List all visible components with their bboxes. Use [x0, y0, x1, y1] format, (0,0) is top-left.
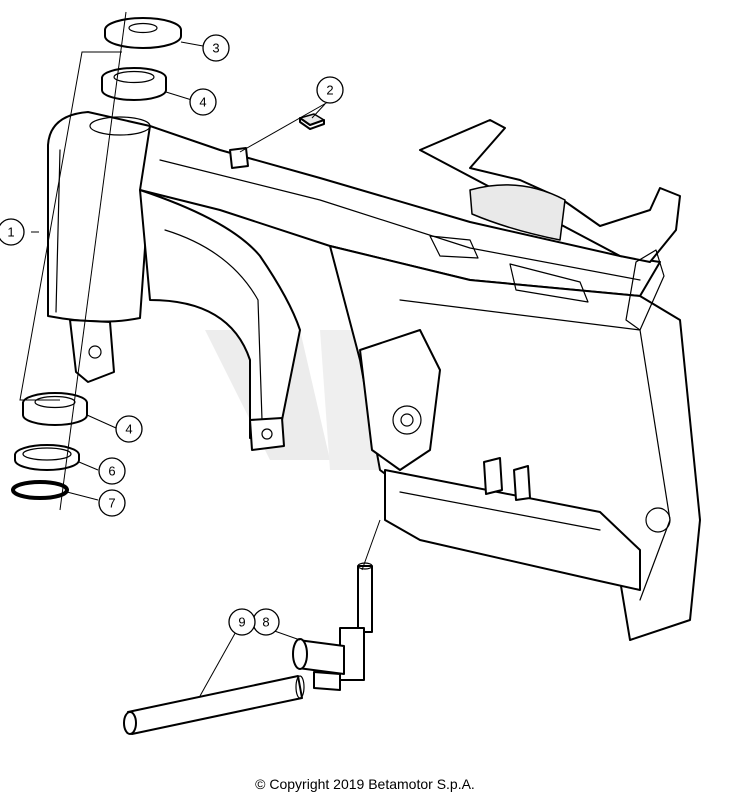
copyright-notice: © Copyright 2019 Betamotor S.p.A.	[255, 776, 475, 792]
part-3-bearing-cap	[104, 17, 182, 49]
callout-6: 6	[98, 457, 126, 485]
assembly-axis-line	[59, 11, 127, 511]
callout-2-label: 2	[326, 83, 333, 98]
callout-7: 7	[98, 489, 126, 517]
part-2-nut	[299, 113, 325, 130]
part-4-lower-bearing	[22, 392, 88, 426]
callout-4-upper: 4	[189, 88, 217, 116]
part-4-upper-bearing	[101, 67, 167, 101]
callout-8: 8	[252, 608, 280, 636]
callout-6-label: 6	[108, 464, 115, 479]
callout-1: 1	[0, 218, 25, 246]
drain-axis-line	[361, 519, 381, 571]
callout-8-label: 8	[262, 615, 269, 630]
part-6-washer	[14, 444, 80, 471]
callout-4-upper-label: 4	[199, 95, 206, 110]
callout-1-label: 1	[7, 225, 14, 240]
part-7-o-ring	[11, 480, 69, 500]
callout-4-lower-label: 4	[125, 422, 132, 437]
callout-3: 3	[202, 34, 230, 62]
part-9-hose	[123, 675, 305, 735]
group-bracket	[19, 51, 122, 401]
callout-7-label: 7	[108, 496, 115, 511]
callout-4-lower: 4	[115, 415, 143, 443]
callout-2: 2	[316, 76, 344, 104]
part-8-drain-fitting	[292, 562, 373, 691]
callout-3-label: 3	[212, 41, 219, 56]
callout-9: 9	[228, 608, 256, 636]
main-frame	[47, 111, 701, 641]
callout-9-label: 9	[238, 615, 245, 630]
